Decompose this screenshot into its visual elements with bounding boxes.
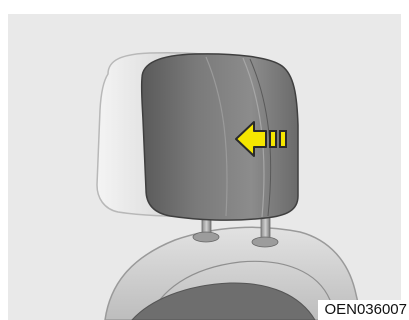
post-collar-left	[193, 232, 219, 242]
post-collar-right	[252, 237, 278, 247]
figure-code: OEN036007	[318, 300, 409, 320]
